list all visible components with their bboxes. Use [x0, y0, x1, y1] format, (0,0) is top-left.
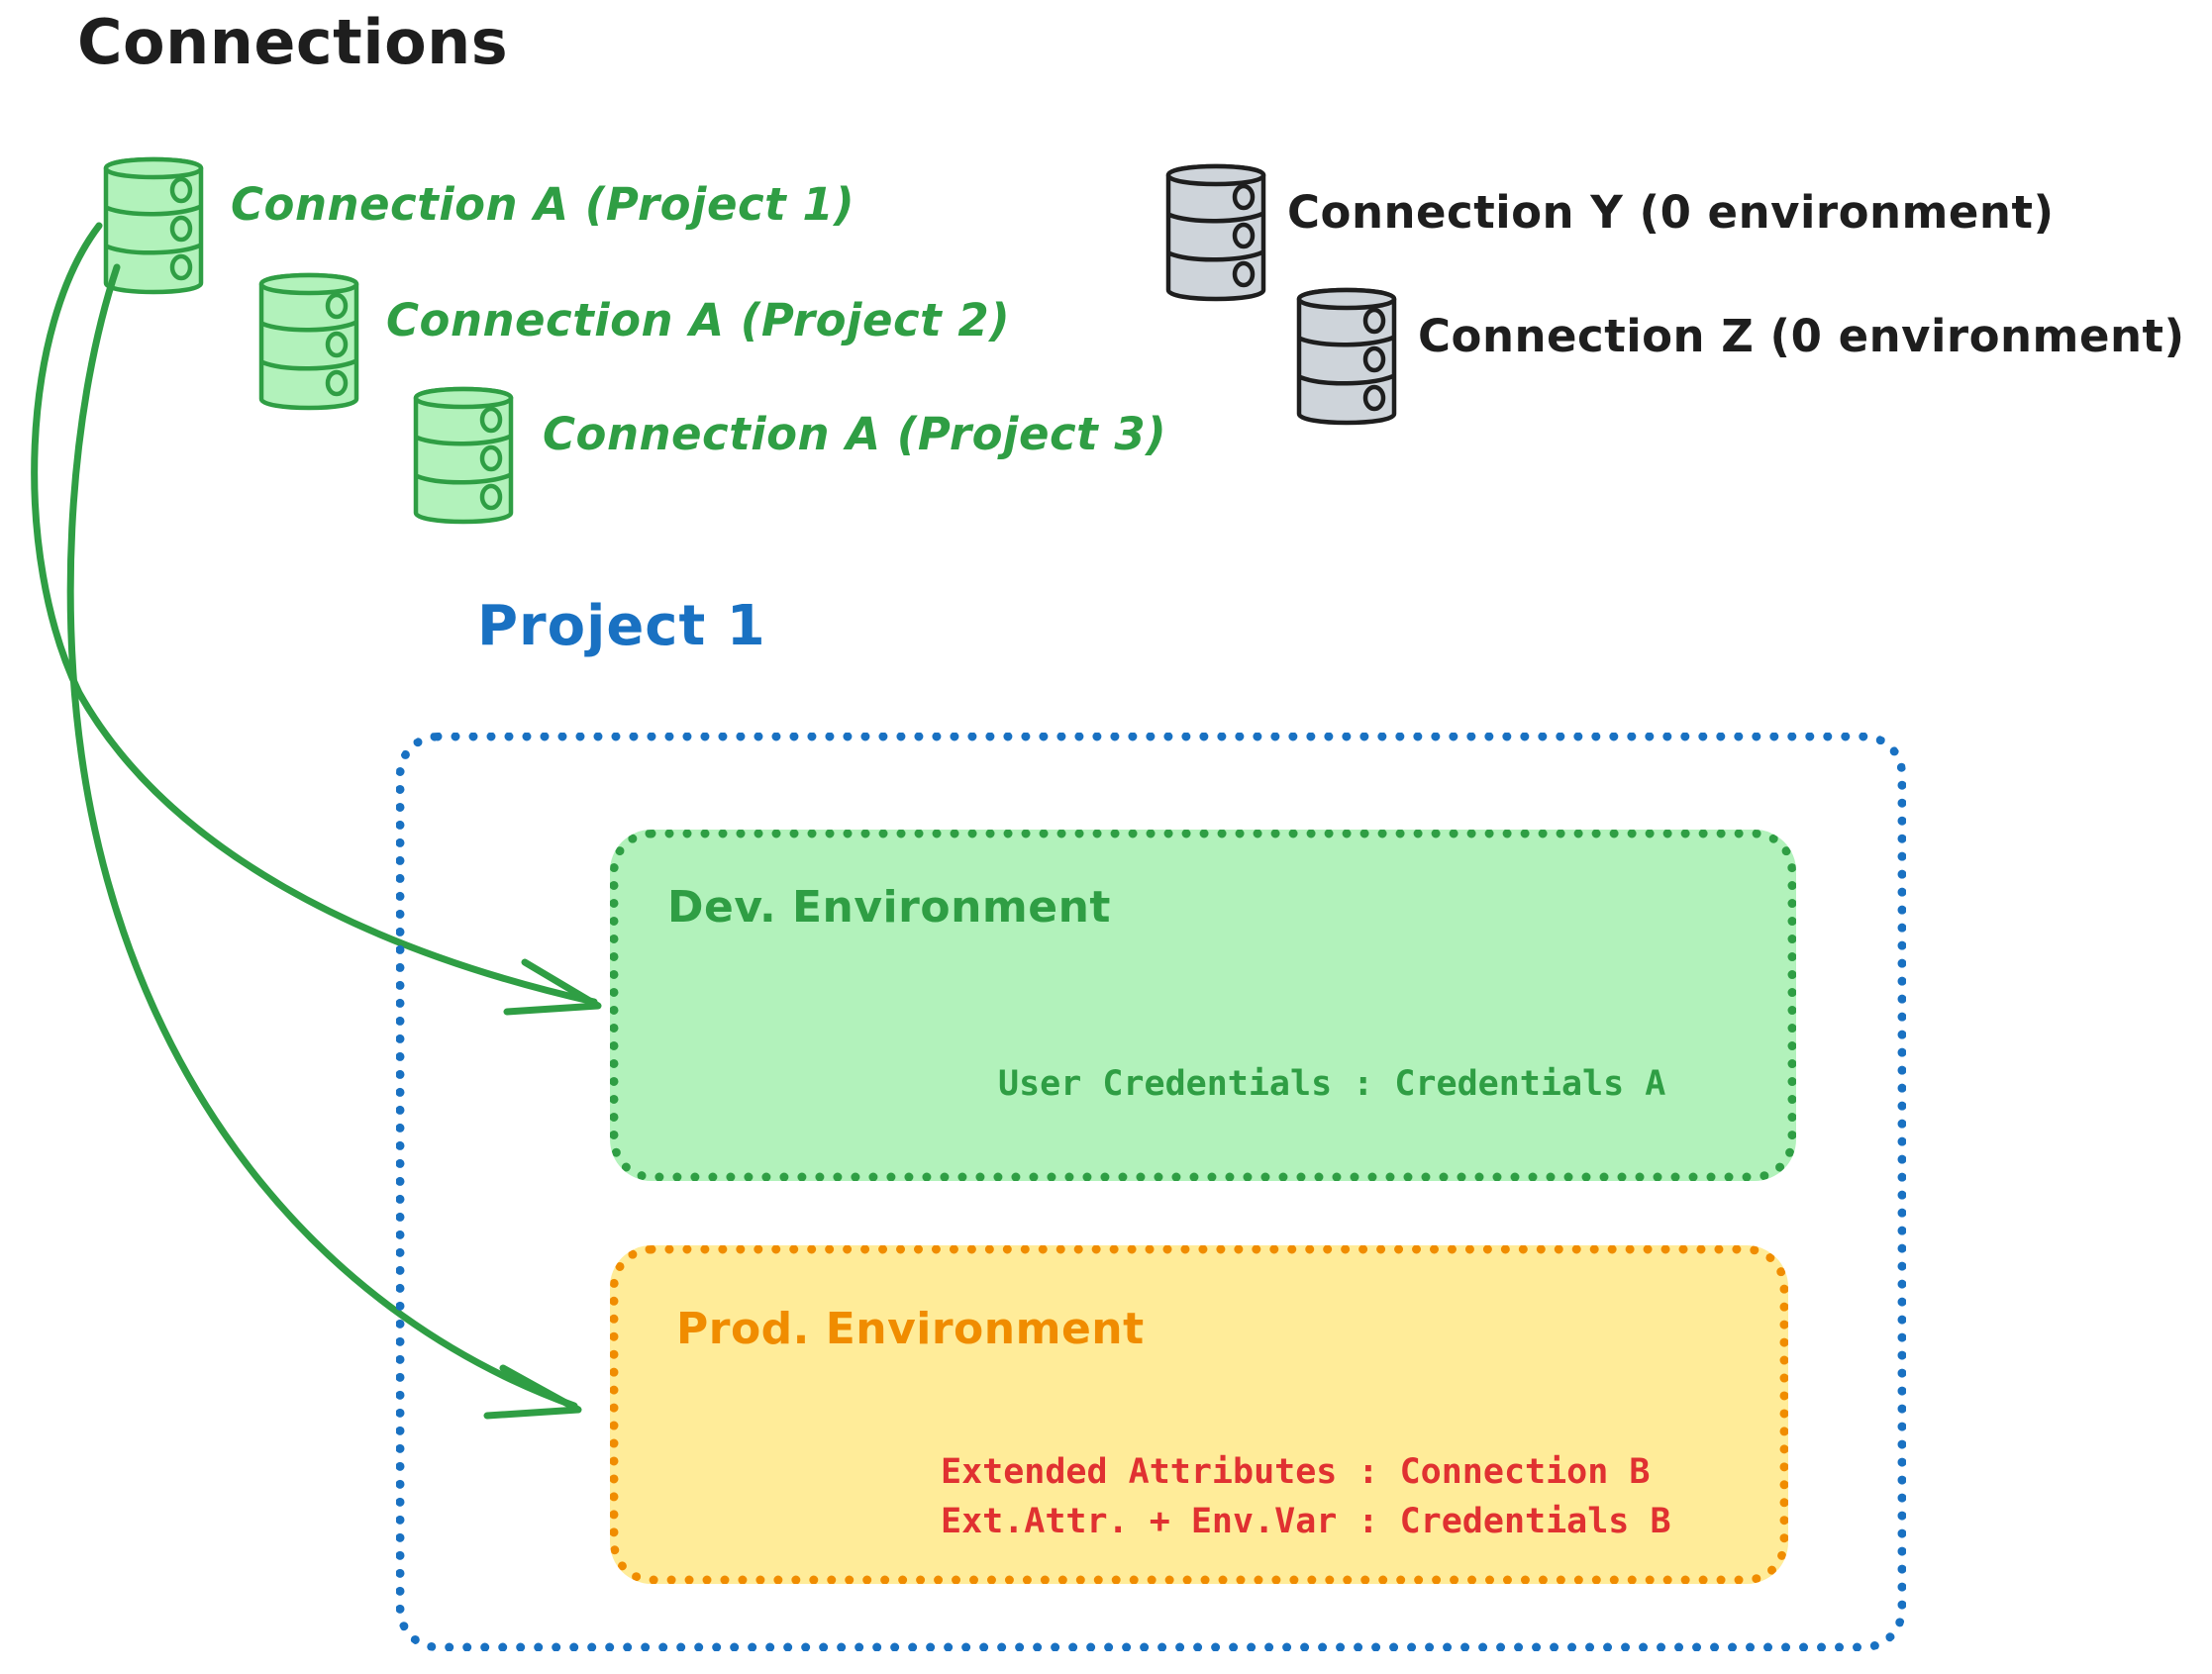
environment-box-prod[interactable]: Prod. Environment Extended Attributes : … [610, 1245, 1788, 1584]
environment-row-prod-0: Extended Attributes : Connection B [941, 1452, 1651, 1492]
database-icon-connection-a-project-1[interactable] [106, 159, 201, 292]
page-title: Connections [77, 6, 509, 78]
connection-label-a-project-2: Connection A (Project 2) [386, 294, 1011, 346]
connection-label-a-project-1: Connection A (Project 1) [231, 178, 855, 231]
connection-label-y: Connection Y (0 environment) [1287, 186, 2055, 239]
database-icon-connection-a-project-3[interactable] [416, 389, 511, 522]
environment-title-prod: Prod. Environment [676, 1304, 1145, 1354]
project-container-project-1 [396, 733, 1906, 1651]
project-title: Project 1 [477, 594, 766, 658]
connection-label-z: Connection Z (0 environment) [1418, 310, 2185, 362]
database-icon-connection-y[interactable] [1168, 166, 1263, 299]
environment-row-dev-0: User Credentials : Credentials A [998, 1064, 1666, 1104]
database-icon-connection-z[interactable] [1299, 290, 1394, 423]
connection-label-a-project-3: Connection A (Project 3) [543, 408, 1167, 460]
environment-row-prod-1: Ext.Attr. + Env.Var : Credentials B [941, 1502, 1671, 1541]
environment-box-dev[interactable]: Dev. Environment User Credentials : Cred… [610, 830, 1796, 1181]
database-icon-connection-a-project-2[interactable] [261, 275, 356, 408]
environment-title-dev: Dev. Environment [667, 882, 1111, 933]
